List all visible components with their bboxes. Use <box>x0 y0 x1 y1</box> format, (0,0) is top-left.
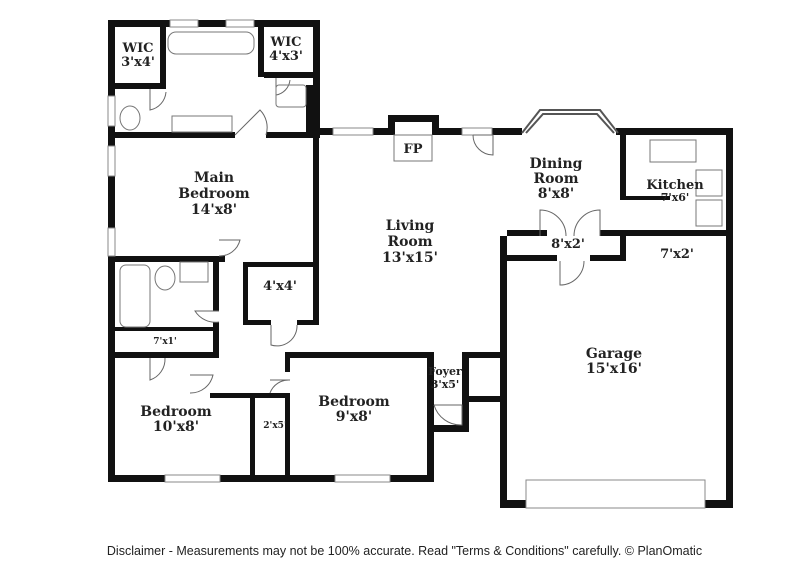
garage-7x2-dims: 7'x2' <box>660 247 694 262</box>
bedroom-left-dims: 10'x8' <box>153 419 199 435</box>
fixtures <box>119 31 723 328</box>
windows <box>107 19 706 509</box>
hall-8x2-dims: 8'x2' <box>551 237 585 252</box>
foyer-dims: 3'x5' <box>431 378 460 391</box>
closet-4x4-dims: 4'x4' <box>263 279 297 294</box>
foyer-name: Foyer <box>428 365 462 378</box>
garage-dims: 15'x16' <box>586 361 642 377</box>
bedroom-left-name: Bedroom <box>140 404 212 420</box>
living-room-line1: Living <box>386 218 435 234</box>
interior-walls <box>115 27 733 482</box>
closet-2x5-dims: 2'x5' <box>263 421 286 431</box>
wic-left-name: WIC <box>121 41 153 56</box>
dining-room-line1: Dining <box>530 156 583 172</box>
wic-right-dims: 4'x3' <box>269 49 303 64</box>
wic-right-name: WIC <box>269 35 301 50</box>
bay-window <box>521 109 619 134</box>
dining-room-dims: 8'x8' <box>538 186 574 202</box>
kitchen-name: Kitchen <box>646 178 704 193</box>
kitchen-dims: 7'x6' <box>661 191 690 204</box>
living-room-dims: 13'x15' <box>382 250 438 266</box>
disclaimer-text: Disclaimer - Measurements may not be 100… <box>106 544 703 558</box>
garage-name: Garage <box>586 346 642 362</box>
linen-7x1-dims: 7'x1' <box>153 337 176 347</box>
door-swings <box>149 78 601 426</box>
main-bedroom-line1: Main <box>194 170 234 186</box>
main-bedroom-dims: 14'x8' <box>191 202 237 218</box>
living-room-line2: Room <box>387 234 432 250</box>
dining-room-line2: Room <box>533 171 578 187</box>
main-bedroom-line2: Bedroom <box>178 186 250 202</box>
bedroom-center-name: Bedroom <box>318 394 390 410</box>
bedroom-center-dims: 9'x8' <box>336 409 372 425</box>
wic-left-dims: 3'x4' <box>121 55 155 70</box>
fireplace-label: FP <box>403 142 422 157</box>
